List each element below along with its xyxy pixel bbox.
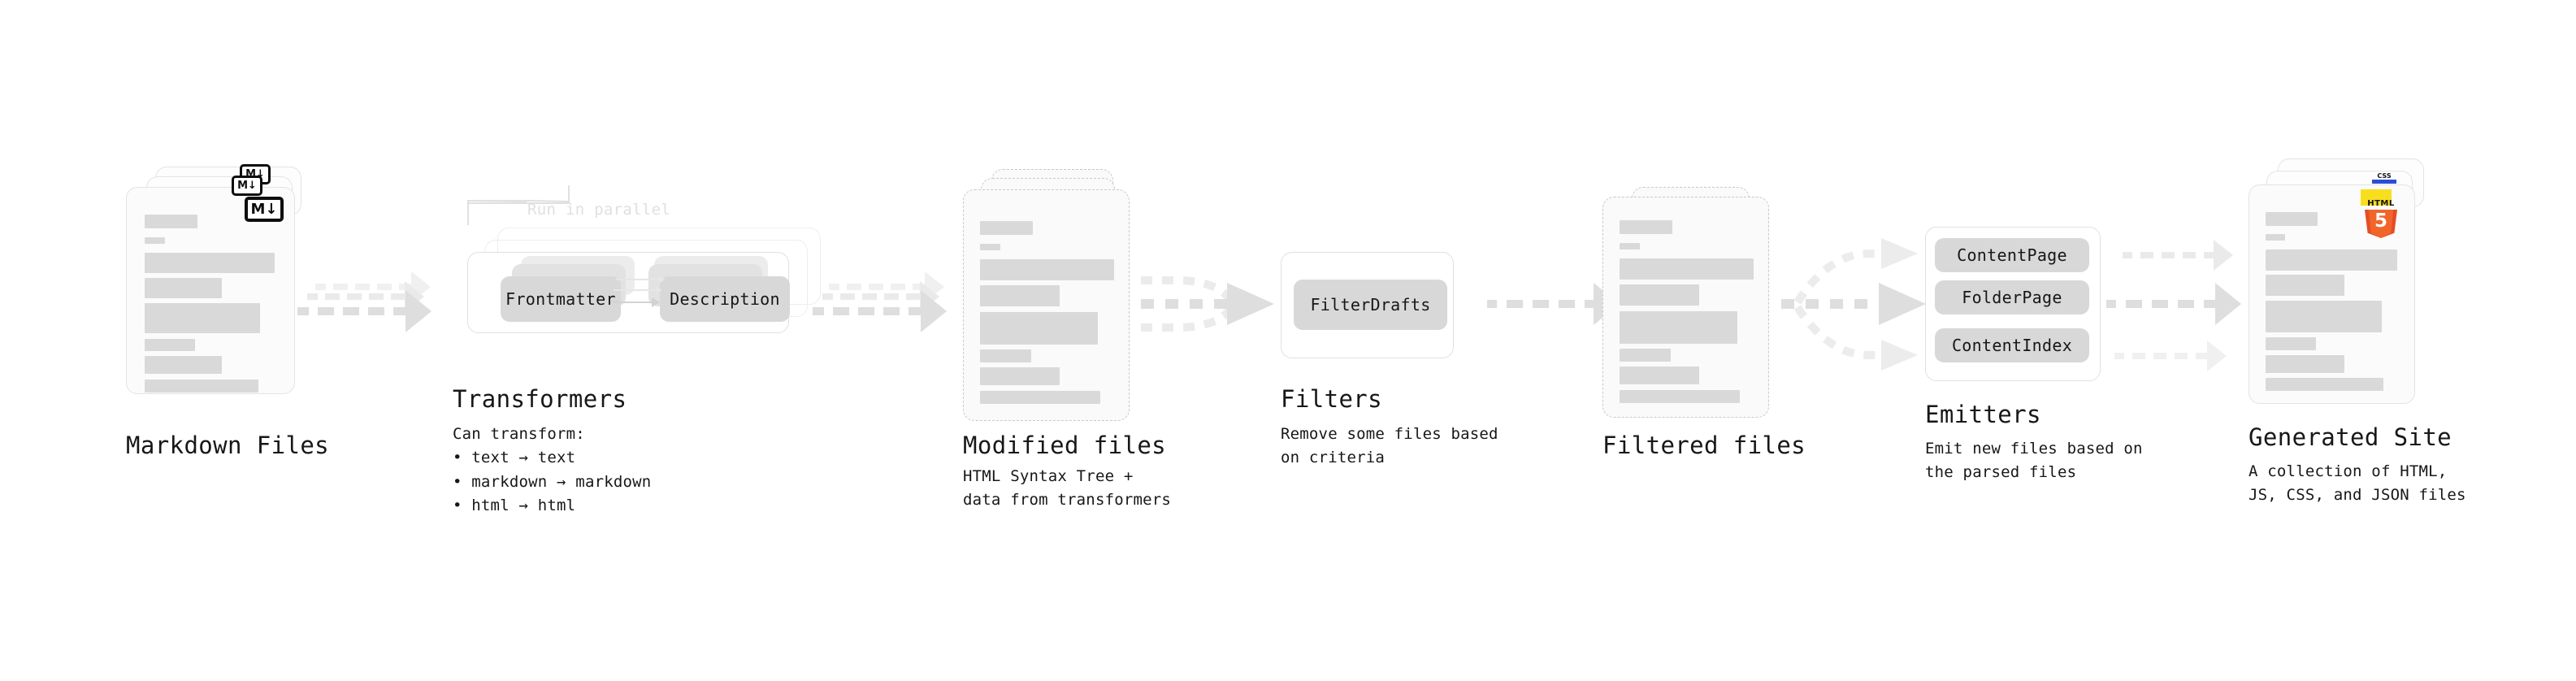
- arrow-emitters-to-site-mid: [2106, 283, 2253, 325]
- markdown-badge-back-glyph: ↓: [256, 168, 265, 180]
- html5-badge: HTML 5: [2365, 199, 2397, 238]
- markdown-badge-mid: M↓: [232, 176, 262, 196]
- transformers-title: Transformers: [453, 385, 627, 413]
- generated-site-description: A collection of HTML, JS, CSS, and JSON …: [2249, 462, 2466, 505]
- html5-badge-numeral: 5: [2374, 210, 2387, 232]
- arrow-emitters-to-site-bottom: [2114, 340, 2244, 372]
- transformers-description: Can transform: • text → text • markdown …: [453, 425, 652, 515]
- css3-badge-label: CSS: [2377, 172, 2392, 180]
- markdown-badge-letter: M: [250, 200, 266, 218]
- transformer-chip-description[interactable]: Description: [660, 276, 790, 322]
- modified-files-stack: [963, 167, 1142, 421]
- filters-title: Filters: [1281, 385, 1383, 413]
- modified-files-description: HTML Syntax Tree + data from transformer…: [963, 467, 1172, 510]
- emitter-chip-folderpage[interactable]: FolderPage: [1935, 280, 2089, 314]
- filter-chip-filterdrafts[interactable]: FilterDrafts: [1294, 280, 1447, 330]
- transformer-chip-frontmatter[interactable]: Frontmatter: [501, 276, 621, 322]
- emitters-title: Emitters: [1925, 401, 2041, 428]
- css3-badge: CSS: [2372, 172, 2396, 184]
- markdown-file-card-front: [126, 187, 295, 394]
- run-in-parallel-label: Run in parallel: [527, 201, 671, 219]
- markdown-files-stack: M↓ M↓ M↓: [126, 164, 305, 410]
- emitter-chip-contentindex[interactable]: ContentIndex: [1935, 328, 2089, 362]
- markdown-file-skeleton: [127, 188, 294, 393]
- html5-badge-label: HTML: [2367, 199, 2395, 208]
- markdown-badge: M↓: [245, 197, 284, 222]
- generated-site-title: Generated Site: [2249, 423, 2452, 451]
- arrow-emitters-to-site-top: [2123, 239, 2244, 271]
- filtered-file-skeleton: [1603, 197, 1768, 417]
- modified-file-skeleton: [964, 190, 1129, 420]
- arrow-transformers-to-modified: [813, 290, 947, 332]
- markdown-badge-mid-letter: M: [237, 180, 249, 192]
- html5-shield-inner: [2368, 210, 2394, 238]
- filtered-files-stack: [1602, 163, 1781, 418]
- javascript-badge: [2361, 189, 2392, 206]
- markdown-badge-glyph: ↓: [265, 200, 278, 218]
- emitter-chip-contentpage[interactable]: ContentPage: [1935, 238, 2089, 272]
- modified-file-card-front: [963, 189, 1130, 421]
- filters-description: Remove some files based on criteria: [1281, 425, 1498, 467]
- arrow-markdown-to-transformers: [297, 290, 432, 332]
- markdown-badge-mid-glyph: ↓: [248, 180, 257, 192]
- modified-files-title: Modified files: [963, 432, 1167, 459]
- filtered-file-card-front: [1602, 197, 1769, 418]
- emitters-description: Emit new files based on the parsed files: [1925, 440, 2143, 482]
- markdown-files-title: Markdown Files: [126, 432, 330, 459]
- generated-site-stack: CSS HTML 5: [2249, 158, 2435, 404]
- generated-site-skeleton: [2249, 185, 2414, 403]
- filtered-files-title: Filtered files: [1602, 432, 1806, 459]
